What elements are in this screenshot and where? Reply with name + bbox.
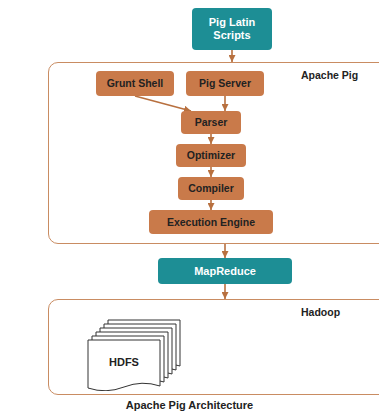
region-label: Apache Pig: [301, 69, 358, 81]
node-label: Compiler: [188, 182, 234, 194]
document-stack-icon: [87, 315, 187, 391]
figure-caption: Apache Pig Architecture: [0, 399, 379, 411]
process-box: MapReduce: [158, 258, 292, 284]
node-label: Optimizer: [187, 149, 235, 161]
node-label: Pig Server: [199, 77, 251, 89]
flow-arrow: [224, 284, 226, 299]
flow-arrow: [224, 96, 226, 111]
system-boundary: HadoopHDFS: [48, 299, 379, 395]
node-label: Grunt Shell: [107, 77, 164, 89]
process-box: Grunt Shell: [96, 71, 174, 96]
flow-arrow: [231, 50, 233, 62]
input-box: Pig Latin Scripts: [192, 8, 272, 50]
region-label: Hadoop: [301, 306, 340, 318]
node-label: Pig Latin Scripts: [192, 16, 272, 41]
flow-arrow: [224, 244, 226, 258]
process-box: Parser: [181, 111, 241, 134]
node-label: HDFS: [88, 340, 160, 384]
node-label: Execution Engine: [167, 216, 255, 228]
process-box: Optimizer: [176, 144, 246, 167]
flow-arrow: [210, 134, 212, 144]
flow-arrow: [135, 96, 191, 111]
storage-stack: HDFS: [87, 315, 187, 391]
flow-arrow: [210, 167, 212, 177]
system-boundary: Apache PigGrunt Shell Pig ServerParserOpt…: [48, 62, 379, 244]
process-box: Execution Engine: [149, 210, 273, 234]
flow-arrow: [210, 200, 212, 210]
node-label: Parser: [195, 116, 228, 128]
node-label: MapReduce: [194, 265, 256, 278]
process-box: Pig Server: [186, 71, 264, 96]
process-box: Compiler: [178, 177, 244, 200]
